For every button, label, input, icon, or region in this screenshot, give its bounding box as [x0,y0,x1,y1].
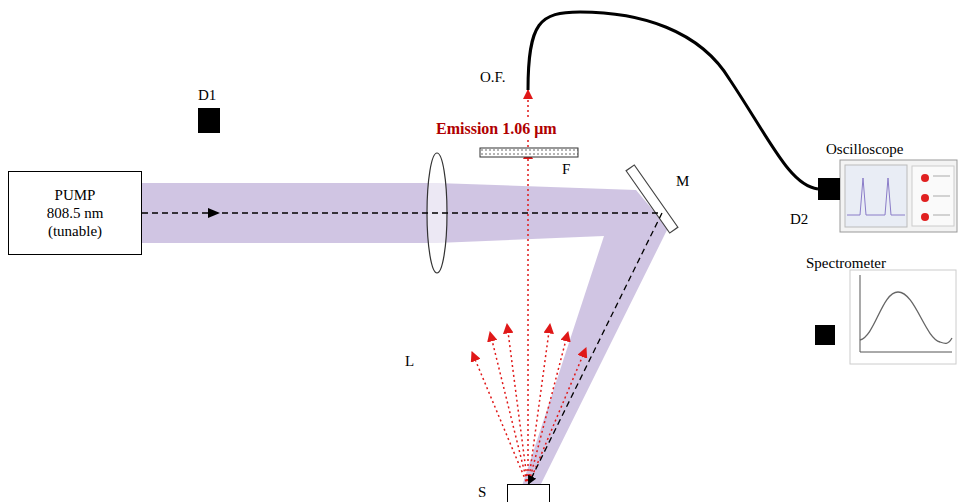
emission-rays [472,90,586,486]
detector [818,178,840,200]
optical-fiber [528,12,818,189]
pump-laser: PUMP 808.5 nm (tunable) [8,171,142,255]
mirror-label: M [676,172,689,190]
filter [480,148,578,157]
oscilloscope [840,160,957,232]
sample: S [507,484,550,502]
emission-label: Emission 1.06 μm [434,119,559,138]
detector [198,108,220,133]
detector-label: D1 [198,86,216,104]
pump-beam [142,183,668,486]
filter-label: F [562,160,570,178]
detector-label: D2 [790,210,808,228]
spectrum-plot [850,270,956,364]
instrument-label: Spectrometer [806,254,886,272]
pump-axis [142,213,662,484]
box-label: PUMP 808.5 nm (tunable) [39,186,111,240]
mirror [626,165,678,233]
instrument-label: Oscilloscope [826,140,903,158]
part-label: S [478,483,486,501]
lens-label: L [405,352,414,370]
spectrometer-input [815,325,835,345]
fiber-label: O.F. [480,68,505,86]
